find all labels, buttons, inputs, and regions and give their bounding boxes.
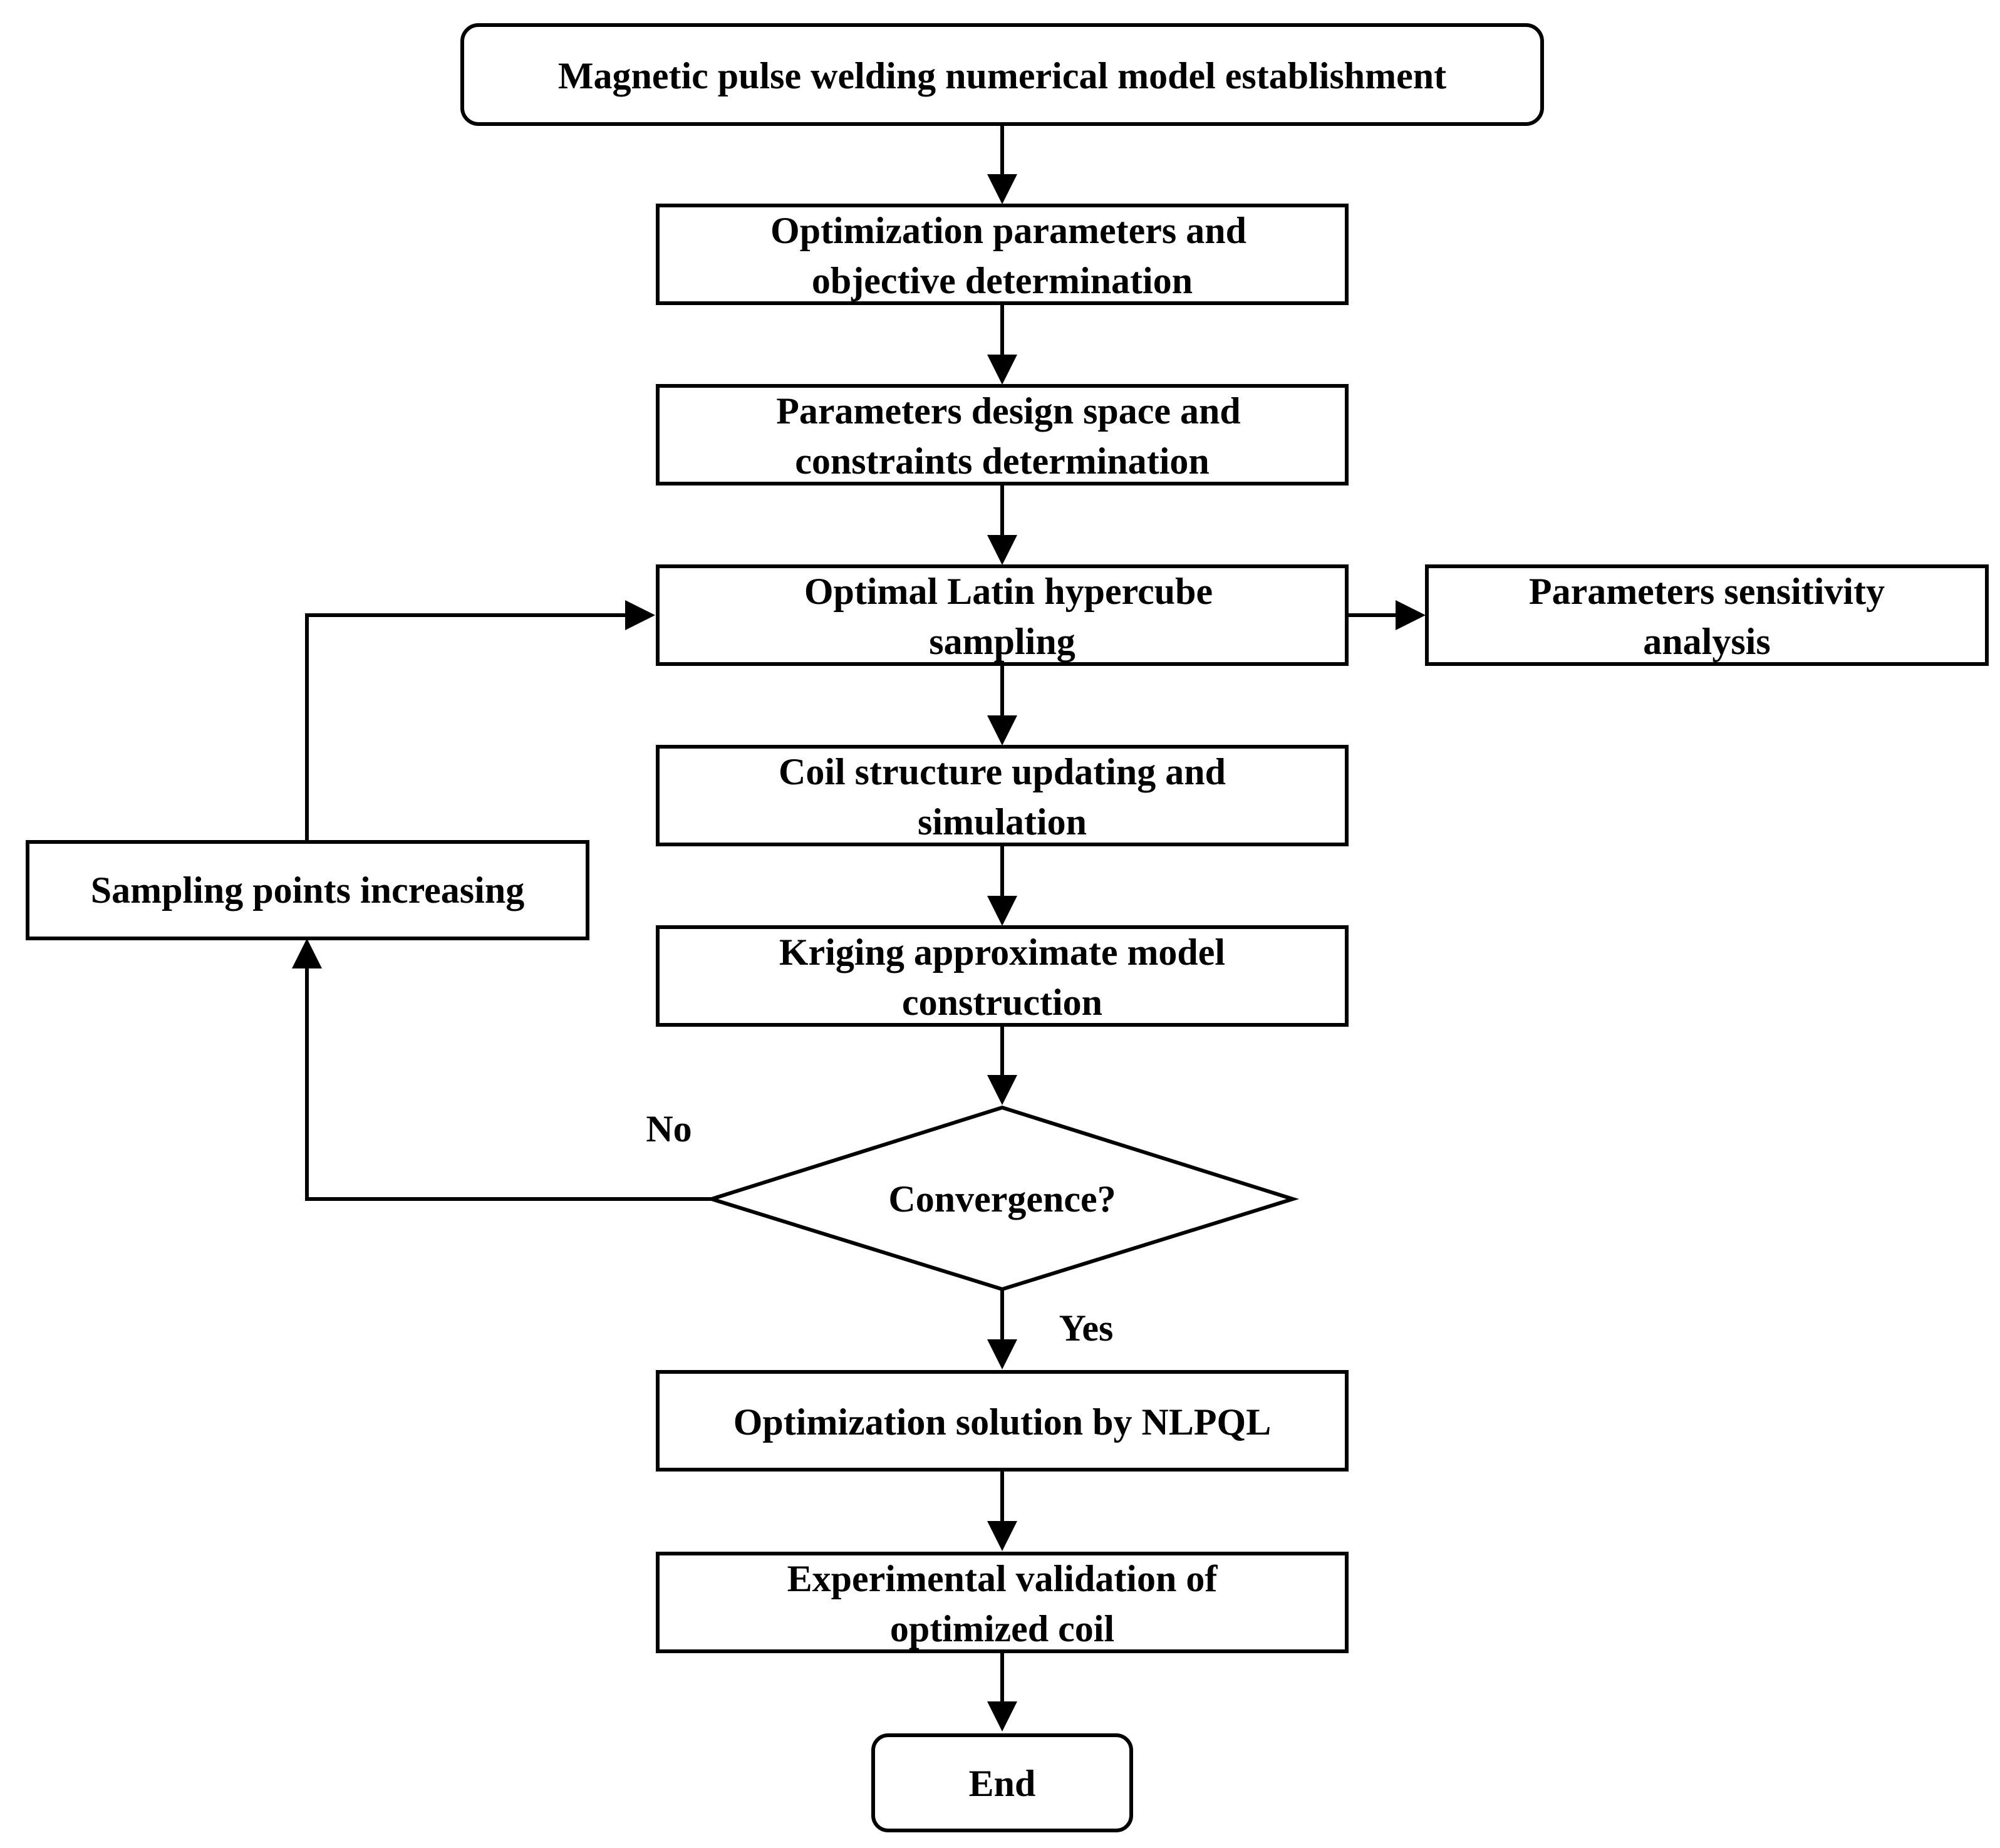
node-opt-params: Optimization parameters and objective de… — [656, 204, 1349, 305]
node-lhs: Optimal Latin hypercube sampling — [656, 564, 1349, 666]
node-end: End — [871, 1733, 1133, 1832]
node-sensitivity: Parameters sensitivity analysis — [1425, 564, 1989, 666]
node-kriging-line-1: Kriging approximate model — [779, 932, 1225, 973]
node-convergence: Convergence? — [705, 1105, 1300, 1292]
node-design-space: Parameters design space and constraints … — [656, 384, 1349, 485]
node-sampling-inc: Sampling points increasing — [26, 840, 589, 940]
edge-label-yes: Yes — [1059, 1307, 1114, 1349]
node-coil-update-line-1: Coil structure updating and — [779, 751, 1226, 792]
node-coil-update: Coil structure updating and simulation — [656, 745, 1349, 846]
node-start-text: Magnetic pulse welding numerical model e… — [558, 55, 1446, 96]
arrow-convergence-to-sampling-inc — [292, 938, 712, 1201]
node-design-space-line-1: Parameters design space and — [776, 390, 1241, 432]
node-lhs-line-2: sampling — [929, 621, 1075, 662]
arrow-sampling-inc-to-lhs — [305, 600, 655, 841]
node-sensitivity-line-2: analysis — [1643, 621, 1770, 662]
node-kriging-line-2: construction — [902, 982, 1102, 1023]
node-opt-params-line-2: objective determination — [812, 260, 1193, 301]
node-sampling-inc-text: Sampling points increasing — [91, 869, 524, 911]
node-convergence-text: Convergence? — [888, 1178, 1116, 1220]
edge-label-no: No — [646, 1108, 692, 1150]
node-lhs-line-1: Optimal Latin hypercube — [804, 571, 1213, 612]
node-coil-update-line-2: simulation — [918, 801, 1087, 843]
node-validation-line-1: Experimental validation of — [787, 1558, 1218, 1599]
node-validation-line-2: optimized coil — [890, 1608, 1114, 1649]
node-kriging: Kriging approximate model construction — [656, 925, 1349, 1027]
connectors — [292, 124, 1426, 1731]
node-nlpql: Optimization solution by NLPQL — [656, 1370, 1349, 1472]
node-nlpql-text: Optimization solution by NLPQL — [733, 1401, 1271, 1443]
node-sensitivity-line-1: Parameters sensitivity — [1529, 571, 1885, 612]
node-end-text: End — [969, 1763, 1036, 1804]
node-design-space-line-2: constraints determination — [795, 440, 1210, 482]
node-start: Magnetic pulse welding numerical model e… — [460, 23, 1544, 126]
node-opt-params-line-1: Optimization parameters and — [770, 210, 1246, 251]
node-validation: Experimental validation of optimized coi… — [656, 1552, 1349, 1653]
